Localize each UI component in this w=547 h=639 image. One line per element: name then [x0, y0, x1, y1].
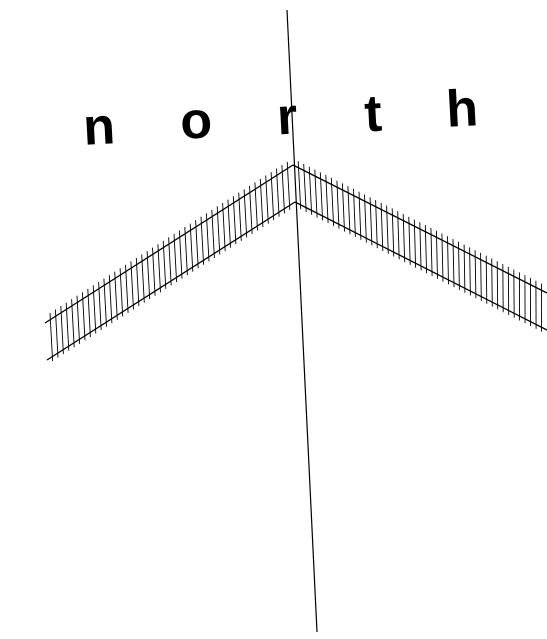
chevron-hatch-tick-left — [77, 296, 80, 344]
chevron-hatch-tick-left — [142, 255, 145, 303]
chevron-hatch-tick-left — [179, 231, 182, 279]
chevron-hatch-tick-right — [486, 256, 487, 304]
chevron-hatch-tick-left — [277, 169, 280, 217]
chevron-hatch-tick-left — [212, 210, 215, 258]
chevron-hatch-tick-left — [185, 227, 188, 275]
chevron-hatch-tick-left — [120, 268, 123, 316]
chevron-hatch-tick-left — [82, 292, 85, 340]
chevron-hatch-tick-left — [233, 196, 236, 244]
chevron-hatch-tick-left — [126, 265, 129, 313]
chevron-hatch-tick-left — [206, 213, 209, 261]
chevron-hatch-tick-left — [147, 251, 150, 299]
north-axis-line — [287, 10, 317, 632]
chevron-hatch-tick-left — [72, 299, 75, 347]
chevron-hatch-tick-left — [99, 282, 102, 330]
north-letter-n: n — [82, 97, 117, 157]
chevron-hatch-tick-left — [109, 275, 112, 323]
chevron-hatch-tick-left — [131, 261, 134, 309]
north-label: n o r t h — [82, 79, 480, 157]
north-letter-t: t — [363, 85, 383, 144]
chevron-hatch-tick-left — [66, 303, 69, 351]
chevron-hatch-tick-left — [239, 193, 242, 241]
chevron-hatch-tick-left — [201, 217, 204, 265]
chevron-hatch-tick-left — [287, 162, 290, 210]
north-letter-r: r — [275, 88, 298, 147]
chevron-hatch-tick-left — [282, 165, 285, 213]
chevron-hatch-tick-left — [190, 224, 193, 272]
chevron-hatch-tick-left — [260, 179, 263, 227]
chevron-hatch-tick-left — [163, 241, 166, 289]
chevron-hatch-tick-right — [492, 259, 493, 307]
chevron-hatch-tick-left — [223, 203, 226, 251]
chevron-hatch-tick-left — [217, 206, 220, 254]
chevron-hatch-tick-left — [158, 244, 161, 292]
north-letter-o: o — [179, 91, 214, 151]
chevron-hatch-tick-left — [244, 189, 247, 237]
chevron-hatch-tick-left — [266, 176, 269, 224]
chevron-hatch-tick-left — [228, 200, 231, 248]
chevron-hatch-tick-left — [169, 237, 172, 285]
chevron-hatch-tick-left — [196, 220, 199, 268]
chevron-hatch-tick-left — [88, 289, 91, 337]
chevron-hatch-tick-left — [271, 172, 274, 220]
chevron-hatch-tick-left — [250, 186, 253, 234]
chevron-hatch-tick-left — [153, 248, 156, 296]
chevron-hatch-tick-left — [61, 306, 64, 354]
chevron-hatch-tick-left — [93, 285, 96, 333]
chevron-hatch-tick-left — [50, 313, 53, 361]
north-letter-h: h — [445, 79, 480, 139]
chevron-hatch-tick-left — [255, 182, 258, 230]
chevron-hatch-tick-left — [104, 279, 107, 327]
chevron-hatch-tick-right — [497, 261, 498, 309]
chevron-hatch-tick-left — [115, 272, 118, 320]
chevron-hatch-tick-left — [136, 258, 139, 306]
chevron-hatch-tick-left — [174, 234, 177, 282]
chevron-hatch-tick-left — [55, 310, 58, 358]
